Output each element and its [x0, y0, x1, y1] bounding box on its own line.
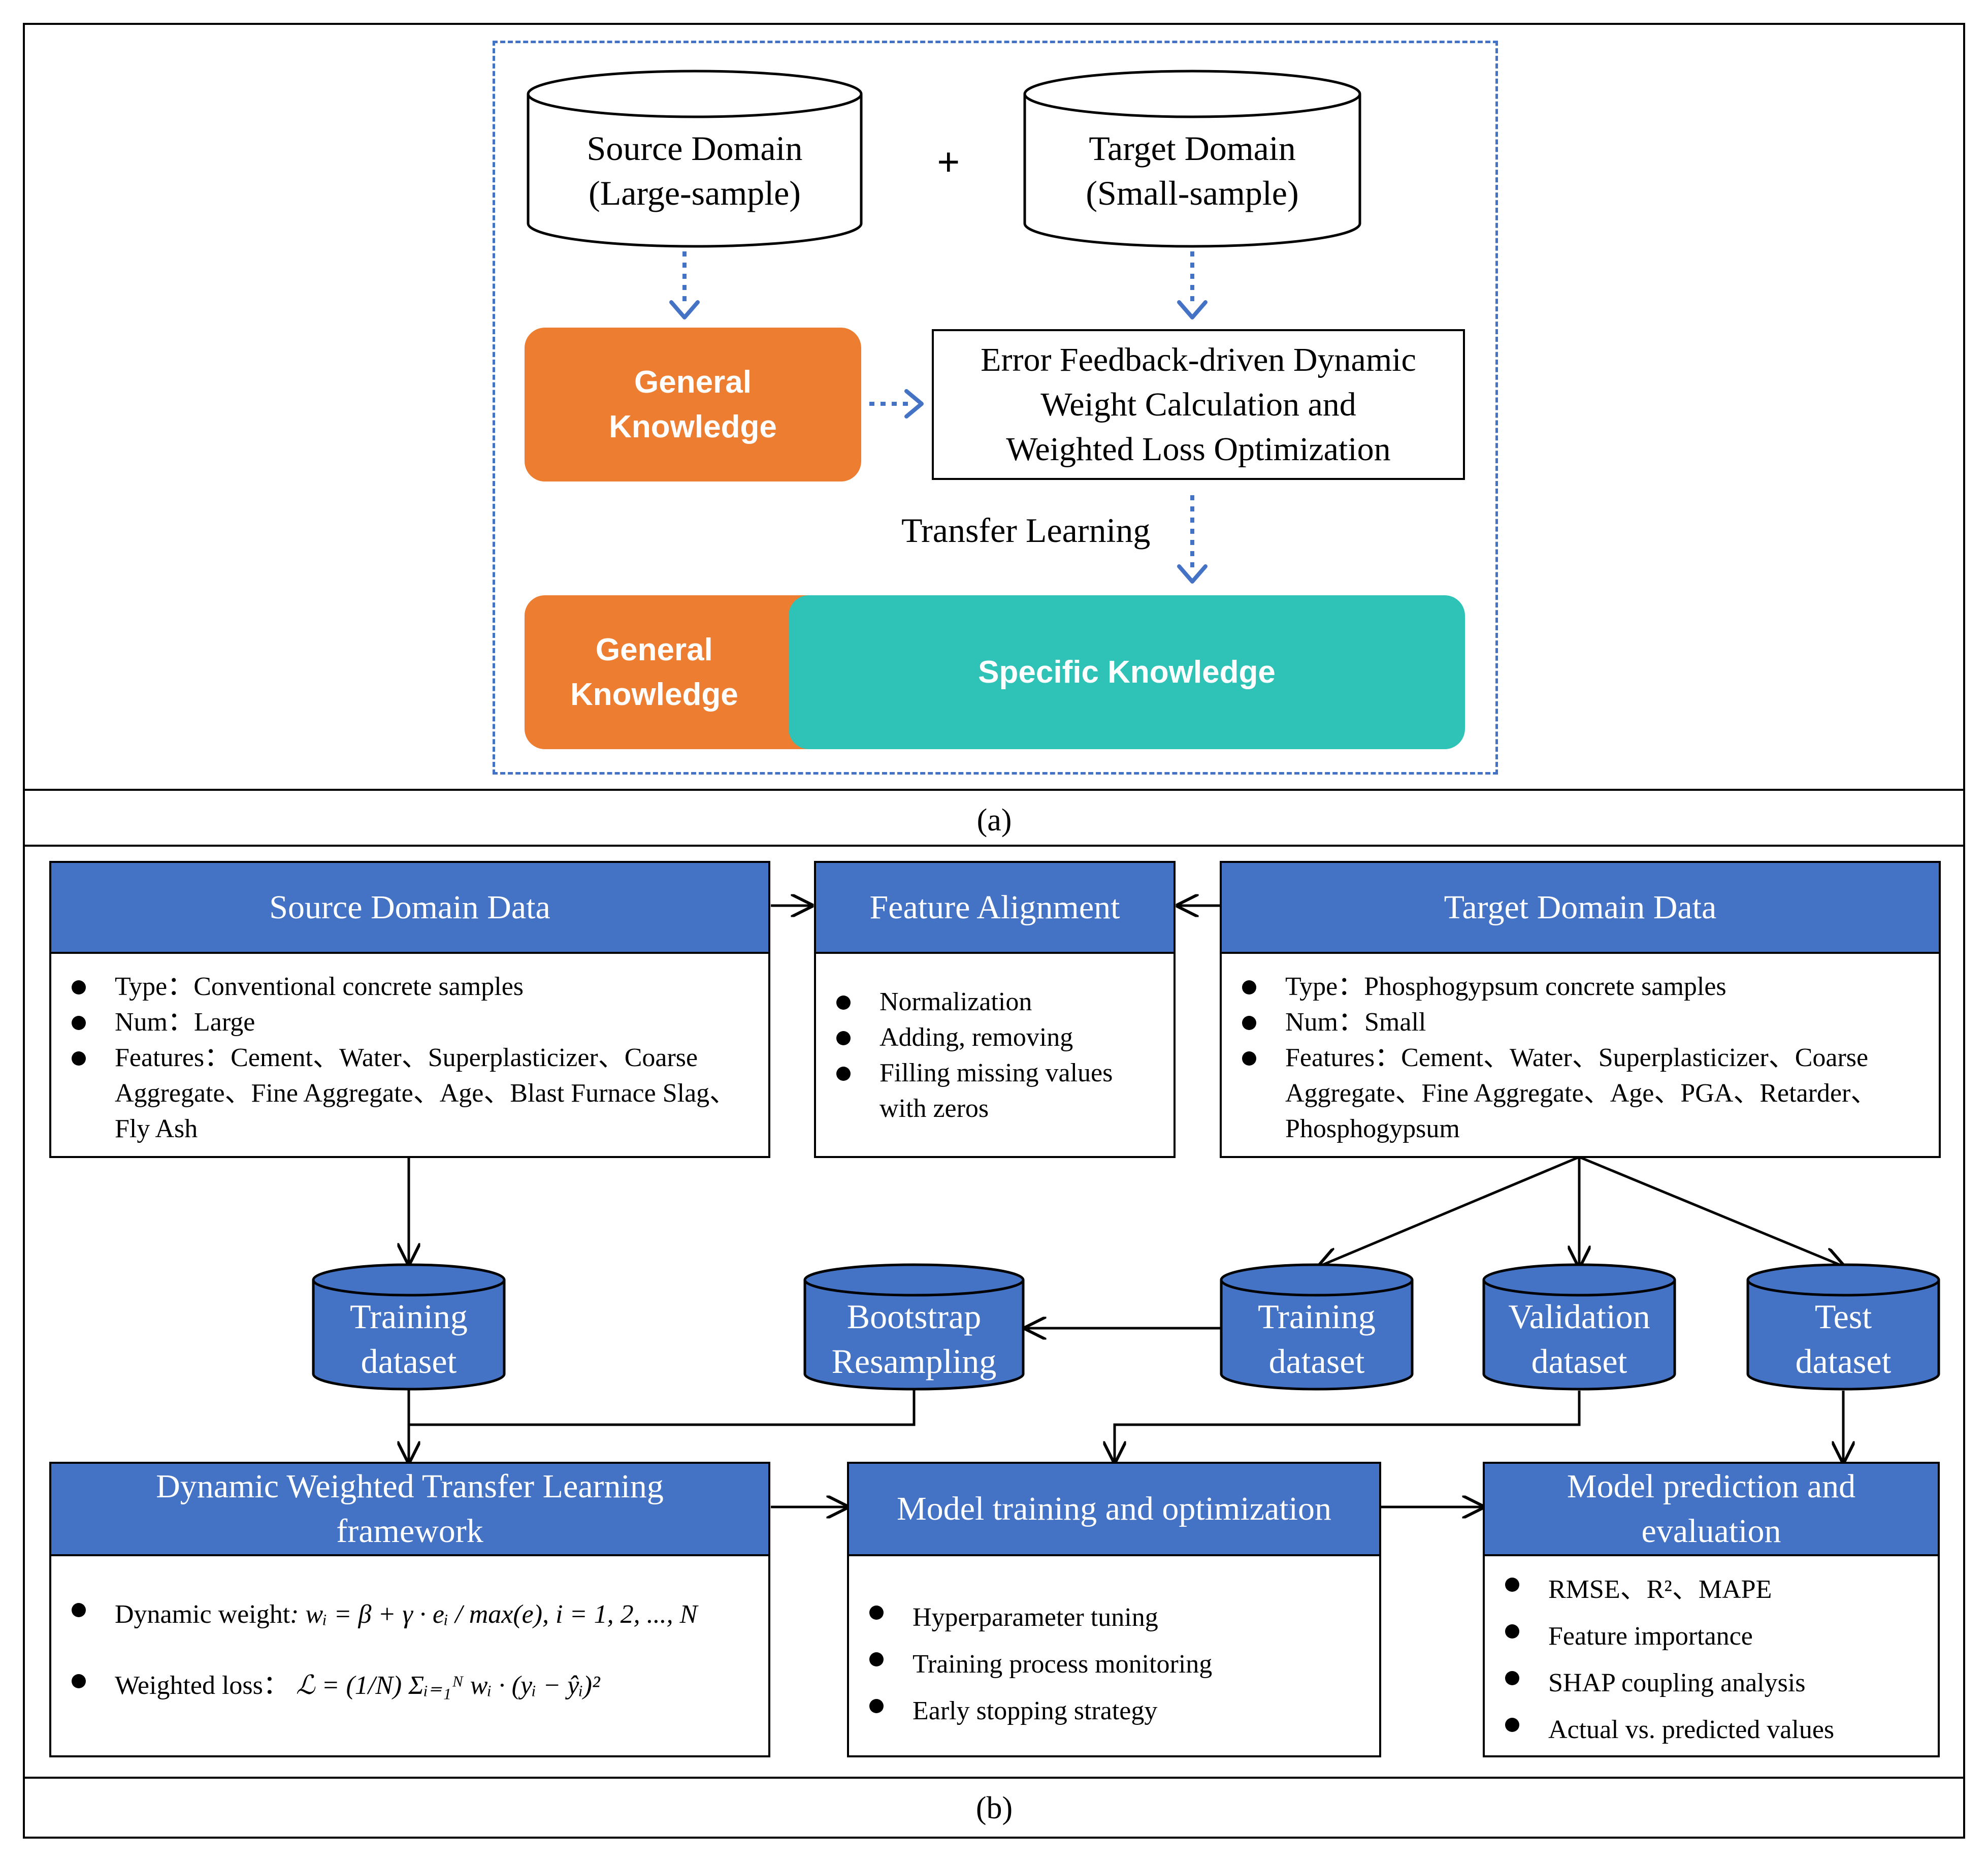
alignment-item: Filling missing values with zeros — [816, 1055, 1174, 1127]
test-cylinder — [1746, 1263, 1940, 1391]
source-training-cylinder — [312, 1263, 506, 1391]
dynamic-weight-item: Dynamic weight: wᵢ = β + γ · eᵢ / max(e)… — [51, 1592, 768, 1638]
model-prediction-title-line1: Model prediction and — [1567, 1468, 1856, 1505]
framework-box: Dynamic Weighted Transfer Learning frame… — [49, 1462, 770, 1757]
model-prediction-box: Model prediction and evaluation RMSE、R²、… — [1483, 1462, 1940, 1757]
bootstrap-cylinder — [803, 1263, 1025, 1391]
error-feedback-line1: Error Feedback-driven Dynamic — [981, 341, 1416, 378]
target-type-item: Type：Phosphogypsum concrete samples — [1222, 969, 1939, 1005]
target-domain-line1: Target Domain — [1089, 129, 1296, 168]
test-line1: Test — [1814, 1297, 1872, 1336]
divider-b-label-top — [23, 1777, 1965, 1779]
outer-frame — [23, 23, 1965, 1839]
target-training-cylinder — [1220, 1263, 1414, 1391]
model-training-item: Hyperparameter tuning — [849, 1594, 1379, 1641]
panel-a-graphics — [527, 70, 1361, 584]
target-domain-data-title: Target Domain Data — [1222, 863, 1939, 954]
general-knowledge-line1: General — [634, 364, 752, 400]
evaluation-item: Actual vs. predicted values — [1485, 1707, 1938, 1753]
source-domain-line2: (Large-sample) — [589, 174, 801, 212]
feature-alignment-box: Feature Alignment Normalization Adding, … — [814, 861, 1176, 1158]
general-knowledge-box: General Knowledge — [525, 328, 861, 481]
target-domain-text: Target Domain (Small-sample) — [1025, 126, 1360, 215]
source-num-item: Num：Large — [51, 1005, 768, 1040]
validation-cylinder — [1482, 1263, 1676, 1391]
target-training-line2: dataset — [1268, 1342, 1365, 1381]
model-prediction-title: Model prediction and evaluation — [1485, 1464, 1938, 1556]
source-domain-cylinder — [527, 70, 863, 248]
weighted-loss-item: Weighted loss： ℒ = (1/N) Σᵢ₌₁ᴺ wᵢ · (yᵢ … — [51, 1663, 768, 1709]
source-domain-data-list: Type：Conventional concrete samples Num：L… — [51, 954, 768, 1147]
error-feedback-line3: Weighted Loss Optimization — [1006, 430, 1391, 468]
dynamic-weight-formula: : wᵢ = β + γ · eᵢ / max(e), i = 1, 2, ..… — [290, 1600, 698, 1629]
target-domain-data-box: Target Domain Data Type：Phosphogypsum co… — [1220, 861, 1941, 1158]
arrow-validation-to-model-training — [1115, 1391, 1581, 1462]
alignment-item: Normalization — [816, 984, 1174, 1020]
source-domain-data-box: Source Domain Data Type：Conventional con… — [49, 861, 770, 1158]
arrow-target-to-test — [1579, 1155, 1843, 1266]
source-training-line1: Training — [350, 1297, 468, 1336]
validation-line2: dataset — [1531, 1342, 1627, 1381]
dynamic-weight-label: Dynamic weight — [115, 1600, 290, 1629]
transfer-learning-label: Transfer Learning — [901, 511, 1151, 550]
framework-title-line1: Dynamic Weighted Transfer Learning — [156, 1468, 664, 1505]
framework-title: Dynamic Weighted Transfer Learning frame… — [51, 1464, 768, 1556]
line-bootstrap-to-framework — [409, 1389, 916, 1426]
result-general-line1: General — [595, 632, 713, 667]
model-prediction-list: RMSE、R²、MAPE Feature importance SHAP cou… — [1485, 1556, 1938, 1753]
panel-a-dashed-frame — [493, 41, 1498, 775]
target-domain-line2: (Small-sample) — [1086, 174, 1299, 212]
result-general-knowledge: General Knowledge — [525, 595, 839, 749]
weighted-loss-formula: ℒ = (1/N) Σᵢ₌₁ᴺ wᵢ · (yᵢ − ŷᵢ)² — [296, 1671, 600, 1700]
general-knowledge-line2: Knowledge — [609, 409, 777, 444]
panel-a-label: (a) — [976, 803, 1012, 838]
validation-line1: Validation — [1508, 1297, 1650, 1336]
model-training-item: Training process monitoring — [849, 1641, 1379, 1688]
source-features-item: Features：Cement、Water、Superplasticizer、C… — [51, 1040, 768, 1147]
error-feedback-line2: Weight Calculation and — [1040, 386, 1356, 423]
source-training-line2: dataset — [361, 1342, 457, 1381]
target-training-label: Training dataset — [1221, 1294, 1412, 1384]
model-training-box: Model training and optimization Hyperpar… — [847, 1462, 1381, 1757]
evaluation-item: SHAP coupling analysis — [1485, 1660, 1938, 1707]
divider-a-label-bottom — [23, 845, 1965, 847]
evaluation-item: RMSE、R²、MAPE — [1485, 1566, 1938, 1613]
plus-sign: + — [937, 140, 960, 185]
source-domain-line1: Source Domain — [586, 129, 803, 168]
divider-a-label-top — [23, 789, 1965, 791]
weighted-loss-label: Weighted loss： — [115, 1671, 289, 1700]
model-training-item: Early stopping strategy — [849, 1688, 1379, 1735]
alignment-item: Adding, removing — [816, 1020, 1174, 1055]
result-specific-knowledge: Specific Knowledge — [789, 595, 1465, 749]
target-training-line1: Training — [1258, 1297, 1376, 1336]
bootstrap-line1: Bootstrap — [846, 1297, 982, 1336]
source-domain-text: Source Domain (Large-sample) — [528, 126, 861, 215]
arrow-target-to-training — [1319, 1155, 1580, 1266]
framework-list: Dynamic weight: wᵢ = β + γ · eᵢ / max(e)… — [51, 1556, 768, 1709]
target-features-item: Features：Cement、Water、Superplasticizer、C… — [1222, 1040, 1939, 1147]
result-general-line2: Knowledge — [570, 677, 738, 712]
evaluation-item: Feature importance — [1485, 1613, 1938, 1660]
feature-alignment-list: Normalization Adding, removing Filling m… — [816, 954, 1174, 1127]
model-training-list: Hyperparameter tuning Training process m… — [849, 1556, 1379, 1735]
target-num-item: Num：Small — [1222, 1005, 1939, 1040]
panel-b-label: (b) — [975, 1791, 1013, 1825]
source-type-item: Type：Conventional concrete samples — [51, 969, 768, 1005]
bootstrap-line2: Resampling — [831, 1342, 997, 1381]
bootstrap-label: Bootstrap Resampling — [805, 1294, 1023, 1384]
test-label: Test dataset — [1748, 1294, 1939, 1384]
model-prediction-title-line2: evaluation — [1641, 1513, 1781, 1550]
validation-label: Validation dataset — [1484, 1294, 1675, 1384]
feature-alignment-title: Feature Alignment — [816, 863, 1174, 954]
model-training-title: Model training and optimization — [849, 1464, 1379, 1556]
test-line2: dataset — [1795, 1342, 1892, 1381]
framework-title-line2: framework — [336, 1513, 483, 1550]
target-domain-cylinder — [1023, 70, 1361, 248]
target-domain-data-list: Type：Phosphogypsum concrete samples Num：… — [1222, 954, 1939, 1147]
error-feedback-box: Error Feedback-driven Dynamic Weight Cal… — [932, 329, 1465, 480]
source-training-label: Training dataset — [313, 1294, 504, 1384]
source-domain-data-title: Source Domain Data — [51, 863, 768, 954]
